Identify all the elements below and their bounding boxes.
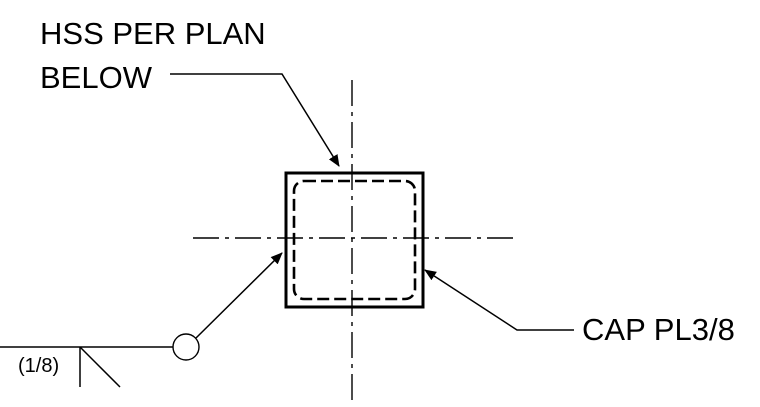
hss-dashed-outline — [292, 179, 417, 301]
fillet-weld-symbol-diagonal — [79, 346, 121, 388]
weld-all-around-circle — [172, 333, 200, 361]
hss-label-line1: HSS PER PLAN — [40, 16, 266, 51]
cap-plate-outline — [284, 171, 425, 309]
hss-label-line2: BELOW — [40, 60, 152, 95]
weld-arrow-line — [195, 252, 283, 339]
cap-leader-line — [424, 269, 574, 331]
weld-size-label: (1/8) — [18, 355, 60, 377]
hss-leader-line — [170, 73, 340, 167]
cap-plate-label: CAP PL3/8 — [582, 312, 735, 347]
